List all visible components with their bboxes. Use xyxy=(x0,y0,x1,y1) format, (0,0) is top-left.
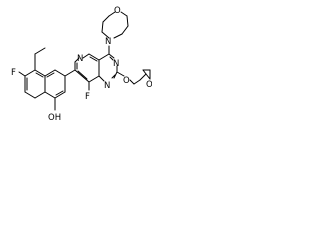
bond xyxy=(24,69,36,77)
bond xyxy=(46,72,55,78)
pyrimidine-nitrogen-label: N xyxy=(104,81,110,91)
bond xyxy=(108,11,116,17)
bond xyxy=(88,53,100,61)
bond xyxy=(126,15,129,27)
bond xyxy=(74,57,80,63)
bond xyxy=(89,56,98,62)
bond xyxy=(34,69,46,77)
bond xyxy=(54,69,66,77)
bond xyxy=(98,53,110,61)
morpholine-oxygen-label: O xyxy=(114,6,121,16)
bond xyxy=(129,79,135,85)
epoxide-oxygen-label: O xyxy=(146,80,152,90)
bond xyxy=(142,69,147,75)
bond xyxy=(120,11,128,17)
bond xyxy=(18,71,26,77)
bond xyxy=(74,69,90,83)
bond xyxy=(64,69,76,77)
bond xyxy=(77,70,88,80)
pyrimidine-nitrogen-label: N xyxy=(113,59,119,69)
bond xyxy=(82,53,90,59)
bond xyxy=(35,72,44,78)
bond xyxy=(121,25,129,35)
bond xyxy=(108,53,115,59)
bond xyxy=(88,75,100,83)
bond xyxy=(139,73,147,81)
bond xyxy=(54,91,66,99)
bond xyxy=(116,71,125,77)
bond xyxy=(101,31,110,39)
bond xyxy=(145,73,151,80)
bond xyxy=(113,33,123,39)
molecule-structure: F OH F N N O N N O O xyxy=(11,6,152,123)
bond xyxy=(55,90,64,96)
fluorine-label: F xyxy=(11,68,16,78)
bond xyxy=(109,56,114,61)
bonds xyxy=(18,11,151,111)
bond xyxy=(44,69,56,77)
bond xyxy=(34,47,46,55)
bond xyxy=(24,91,36,99)
pyridine-nitrogen-label: N xyxy=(77,54,83,64)
bond xyxy=(44,91,56,99)
ether-oxygen-label: O xyxy=(123,76,130,86)
fluorine-label: F xyxy=(85,92,90,102)
bond xyxy=(98,75,105,82)
atom-labels: F OH F N N O N N O O xyxy=(11,6,152,123)
morpholine-nitrogen-label: N xyxy=(105,37,111,47)
bond xyxy=(133,79,141,85)
hydroxyl-label: OH xyxy=(48,113,61,123)
bond xyxy=(34,91,46,99)
bond xyxy=(102,15,110,23)
bond xyxy=(101,21,104,33)
bond xyxy=(111,74,116,79)
